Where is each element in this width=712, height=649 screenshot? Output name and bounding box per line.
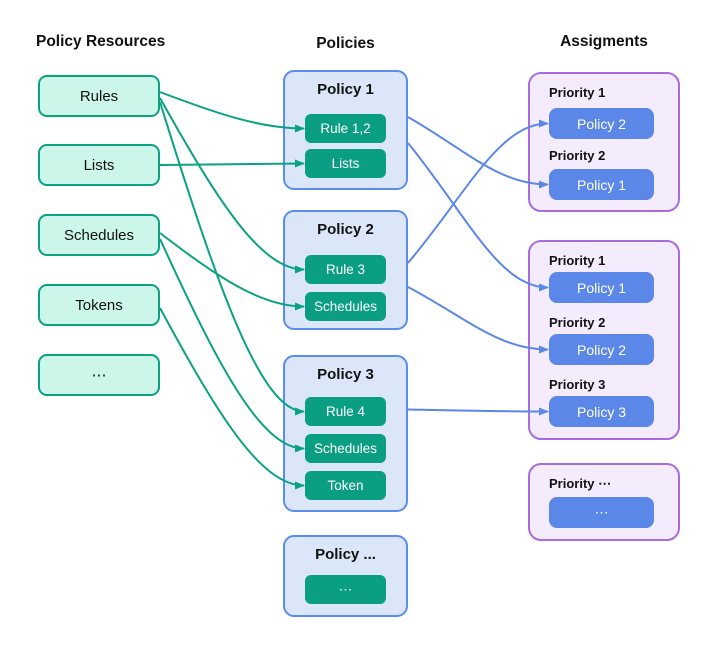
policy-box-3: Policy 3 Rule 4 Schedules Token <box>283 355 408 512</box>
column-header-resources: Policy Resources <box>36 33 166 50</box>
column-header-assignments: Assigments <box>560 33 648 50</box>
chip-token: Token <box>305 471 386 500</box>
policy-title: Policy 2 <box>317 221 374 238</box>
priority-label: Priority ⋯ <box>549 476 612 491</box>
resource-box-rules: Rules <box>38 75 160 117</box>
priority-label: Priority 1 <box>549 85 606 100</box>
column-header-policies: Policies <box>316 35 375 52</box>
assignment-chip-policy-2: Policy 2 <box>549 108 654 139</box>
assignment-box-more: Priority ⋯ ⋯ <box>528 463 680 541</box>
assignment-chip-policy-1: Policy 1 <box>549 169 654 200</box>
policy-box-more: Policy ... ⋯ <box>283 535 408 617</box>
assignment-chip-policy-3: Policy 3 <box>549 396 654 427</box>
resource-box-schedules: Schedules <box>38 214 160 256</box>
policy-title: Policy 1 <box>317 81 374 98</box>
chip-schedules: Schedules <box>305 292 386 321</box>
resource-box-lists: Lists <box>38 144 160 186</box>
chip-ellipsis: ⋯ <box>305 575 386 604</box>
assignment-box-2: Priority 1 Policy 1 Priority 2 Policy 2 … <box>528 240 680 440</box>
arrow-box-policy-3-to-chip-a2-policy3 <box>407 407 549 416</box>
arrow-box-policy-2-to-chip-a2-policy2 <box>407 286 549 354</box>
chip-schedules: Schedules <box>305 434 386 463</box>
policy-box-2: Policy 2 Rule 3 Schedules <box>283 210 408 330</box>
chip-rule-4: Rule 4 <box>305 397 386 426</box>
resource-box-tokens: Tokens <box>38 284 160 326</box>
assignment-chip-ellipsis: ⋯ <box>549 497 654 528</box>
policy-title: Policy 3 <box>317 366 374 383</box>
chip-rule-1-2: Rule 1,2 <box>305 114 386 143</box>
arrow-box-policy-1-to-chip-a1-policy1 <box>407 116 549 189</box>
priority-label: Priority 2 <box>549 315 606 330</box>
resource-box-more: ⋯ <box>38 354 160 396</box>
assignment-box-1: Priority 1 Policy 2 Priority 2 Policy 1 <box>528 72 680 212</box>
policy-box-1: Policy 1 Rule 1,2 Lists <box>283 70 408 190</box>
chip-lists: Lists <box>305 149 386 178</box>
arrow-box-policy-1-to-chip-a2-policy1 <box>407 142 549 292</box>
priority-label: Priority 2 <box>549 148 606 163</box>
policy-title: Policy ... <box>315 546 376 563</box>
arrow-box-policy-2-to-chip-a1-policy2 <box>407 119 549 264</box>
assignment-chip-policy-2: Policy 2 <box>549 334 654 365</box>
chip-rule-3: Rule 3 <box>305 255 386 284</box>
priority-label: Priority 3 <box>549 377 606 392</box>
assignment-chip-policy-1: Policy 1 <box>549 272 654 303</box>
priority-label: Priority 1 <box>549 253 606 268</box>
